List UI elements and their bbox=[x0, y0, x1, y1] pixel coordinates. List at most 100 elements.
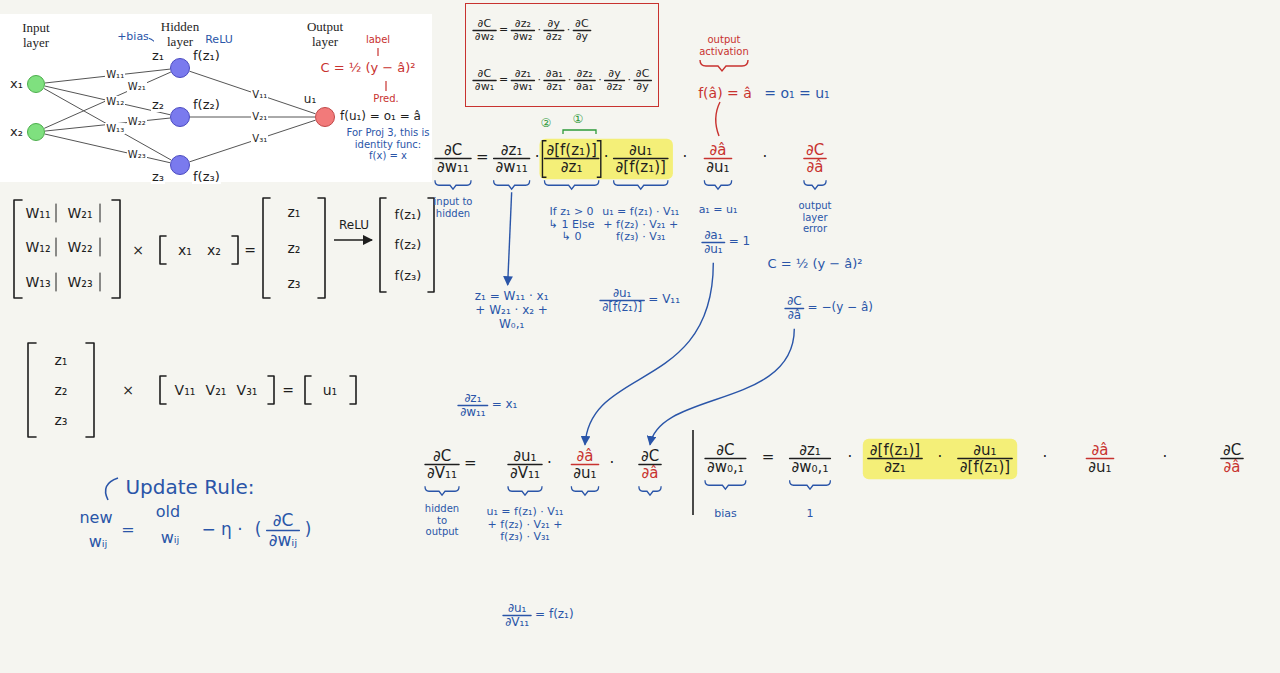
equation-term: ∂w₁₁ bbox=[437, 159, 469, 176]
annotation-note: ∂C bbox=[787, 295, 802, 309]
annotation-note: z₁ = W₁₁ · x₁ + W₂₁ · x₂ + W₀,₁ bbox=[470, 290, 554, 331]
weight-connection bbox=[189, 120, 315, 162]
matrix-entry: z₁ bbox=[288, 204, 301, 220]
underbrace bbox=[704, 180, 731, 189]
equation-term: ∂w₁ bbox=[513, 81, 532, 94]
weight-label: V₁₁ bbox=[251, 89, 268, 101]
annotation-note: u₁ = f(z₁) · V₁₁ + f(z₂) · V₂₁ + f(z₃) ·… bbox=[482, 506, 568, 544]
overbrace bbox=[700, 60, 748, 71]
equation-term: ∂y bbox=[608, 68, 620, 81]
equation-term: · bbox=[567, 24, 571, 37]
annotation-note: For Proj 3, this is identity func: f(x) … bbox=[346, 127, 430, 162]
equation-term: · bbox=[537, 24, 541, 37]
relu-arrow bbox=[334, 239, 372, 241]
matrix-entry: W₁₃ bbox=[25, 274, 50, 290]
annotation-note: ∂u₁ bbox=[704, 243, 723, 257]
weight-connection bbox=[45, 86, 170, 115]
annotation-note: output layer error bbox=[792, 200, 838, 235]
equation-term: ∂a₁ bbox=[546, 68, 563, 81]
annotation-note: ∂u₁ bbox=[508, 602, 527, 616]
annotation-note: a₁ = u₁ bbox=[699, 204, 738, 217]
matrix-entry: f(z₃) bbox=[395, 269, 422, 284]
equation-term: ∂C bbox=[478, 18, 491, 31]
matrix-entry: W₂₃ bbox=[67, 274, 92, 290]
matrix-entry: x₁ bbox=[178, 242, 192, 258]
equation-term: ∂z₁ bbox=[515, 68, 531, 81]
equation-term: ∂[f(z₁)] bbox=[546, 142, 596, 159]
highlight-layer bbox=[539, 139, 1017, 480]
annotation-note: ∂â bbox=[788, 309, 802, 323]
equation-term: ∂y bbox=[637, 81, 649, 94]
square-bracket bbox=[542, 141, 600, 178]
layer-heading: Input layer bbox=[10, 21, 62, 51]
hidden-neuron: z₃f(z₃) bbox=[170, 155, 190, 175]
annotation-note: ∂V₁₁ bbox=[505, 616, 529, 630]
equation-term: ∂z₁ bbox=[546, 81, 562, 94]
leader-line bbox=[385, 81, 386, 91]
update-rule-term: ) bbox=[305, 520, 312, 540]
annotation-note: ∂w₁₁ bbox=[460, 406, 486, 420]
annotation-note: = o₁ = u₁ bbox=[764, 85, 829, 101]
neuron-label: x₂ bbox=[9, 125, 24, 140]
annotation-note: +bias bbox=[117, 31, 149, 44]
weight-label: V₃₁ bbox=[251, 133, 268, 145]
weight-label: W₁₁ bbox=[105, 69, 125, 81]
equation-term: ∂â bbox=[642, 465, 659, 482]
annotation-note: u₁ = f(z₁) · V₁₁ + f(z₂) · V₂₁ + f(z₃) ·… bbox=[598, 206, 684, 244]
matrix-entry: W₁₂ bbox=[25, 239, 50, 255]
annotation-note: = x₁ bbox=[492, 398, 518, 412]
neuron-label: z₁ bbox=[151, 49, 165, 64]
equation-term: ∂w₂ bbox=[475, 31, 494, 44]
equation-term: ∂z₁ bbox=[799, 442, 821, 459]
equation-term: ∂z₂ bbox=[577, 68, 593, 81]
annotation-note: 1 bbox=[807, 508, 814, 521]
update-rule-term: new bbox=[79, 509, 112, 527]
equation-term: ∂C bbox=[478, 68, 491, 81]
matrix-entry: = bbox=[282, 382, 294, 398]
step-bracket bbox=[563, 130, 596, 134]
matrix-entry: z₂ bbox=[55, 382, 68, 398]
highlight bbox=[539, 139, 672, 180]
annotation-note: = f(z₁) bbox=[535, 608, 574, 622]
matrix-entry: V₁₁ bbox=[175, 382, 196, 398]
matrix-bracket bbox=[268, 376, 274, 404]
matrix-bracket bbox=[112, 200, 120, 298]
equation-term: ∂C bbox=[641, 448, 659, 465]
equation-term: · bbox=[1043, 449, 1048, 466]
annotation-note: ∂u₁ bbox=[613, 287, 632, 301]
equation-term: ∂C bbox=[575, 18, 588, 31]
equation-term: ∂w₁₁ bbox=[496, 159, 528, 176]
equation-term: ∂C bbox=[806, 142, 824, 159]
equation-term: ∂[f(z₁)] bbox=[870, 442, 920, 459]
pointer-arrow bbox=[585, 263, 713, 445]
equation-term: ∂C bbox=[433, 448, 451, 465]
equation-term: · bbox=[598, 74, 602, 87]
equation-term: ∂w₂ bbox=[513, 31, 532, 44]
equation-term: · bbox=[1163, 449, 1168, 466]
matrix-entry: x₂ bbox=[207, 242, 221, 258]
annotation-note: ReLU bbox=[205, 34, 233, 47]
matrix-entry: z₃ bbox=[288, 275, 301, 291]
pen-hook bbox=[106, 478, 118, 500]
neuron-label: z₃ bbox=[151, 170, 165, 185]
equation-term: ∂u₁ bbox=[629, 142, 652, 159]
annotation-note: f(â) = â bbox=[698, 85, 752, 101]
matrix-bracket bbox=[380, 198, 386, 292]
fraction-bars bbox=[267, 31, 1243, 616]
equation-term: · bbox=[683, 149, 688, 166]
equation-term: ∂[f(z₁)] bbox=[960, 459, 1010, 476]
equation-term: = bbox=[499, 24, 508, 37]
equation-term: ∂z₂ bbox=[607, 81, 623, 94]
update-rule-term: ( bbox=[255, 520, 262, 540]
equation-term: ∂y bbox=[576, 31, 588, 44]
annotation-note: ∂z₁ bbox=[464, 392, 481, 406]
update-rule-term: ∂C bbox=[273, 511, 294, 531]
matrix-entry: z₃ bbox=[55, 412, 68, 428]
update-rule-term: ∂wᵢⱼ bbox=[269, 531, 298, 551]
underbrace bbox=[494, 180, 530, 189]
underbrace bbox=[639, 486, 661, 495]
annotation-note: ∂[f(z₁)] bbox=[602, 301, 642, 315]
equation-box: ∂C∂w₂=∂z₂∂w₂·∂y∂z₂·∂C∂y∂C∂w₁=∂z₁∂w₁·∂a₁∂… bbox=[465, 3, 659, 107]
equation-term: ∂z₁ bbox=[884, 459, 906, 476]
